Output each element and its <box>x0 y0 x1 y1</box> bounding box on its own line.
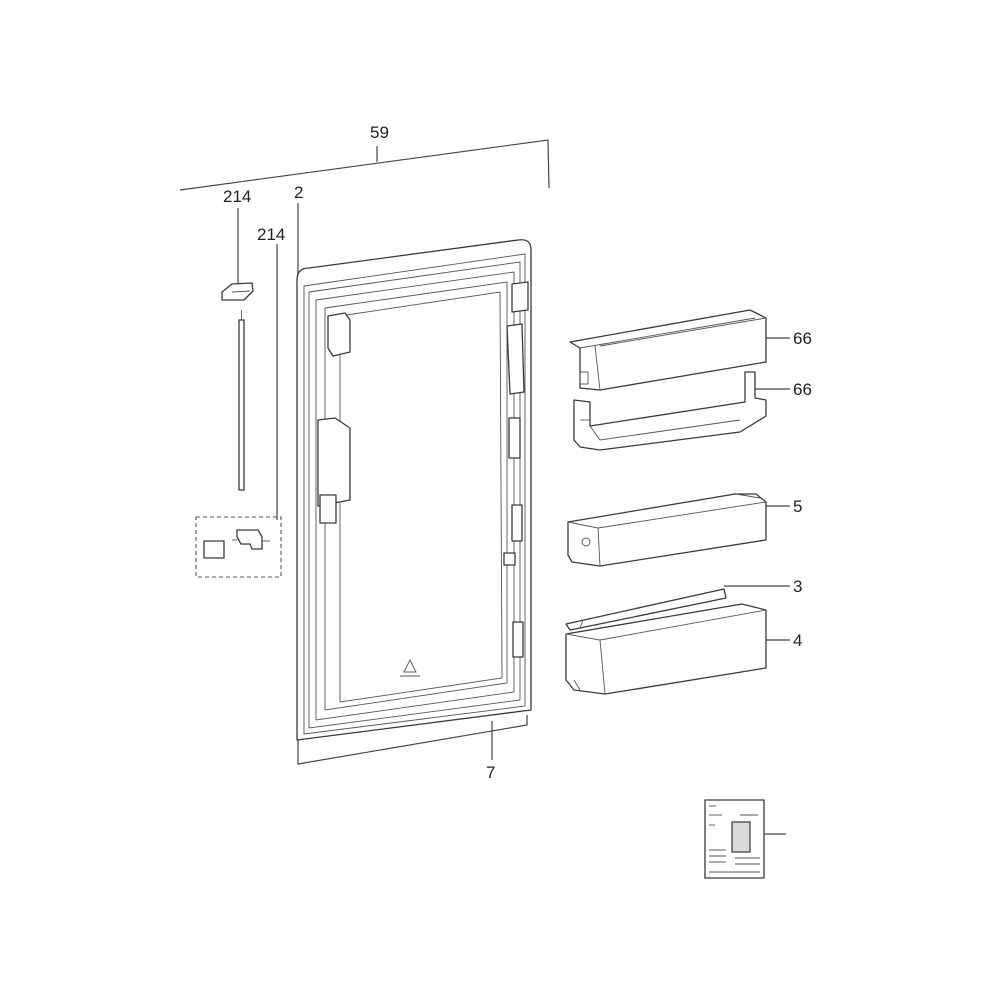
user-manual-icon <box>704 799 765 879</box>
callout-7: 7 <box>486 763 495 782</box>
callout-66-lower: 66 <box>793 380 812 399</box>
door-shelf-5 <box>567 493 767 567</box>
hinge-kit-box <box>195 516 282 578</box>
callout-2: 2 <box>294 183 303 202</box>
door-shelf-66-lower <box>573 371 767 451</box>
hinge-clip-part <box>221 282 254 301</box>
callout-214-clip: 214 <box>223 187 251 206</box>
leader-lines <box>237 203 790 835</box>
door-panel <box>296 239 532 741</box>
hinge-pin-part <box>238 310 245 491</box>
assembly-bracket-59 <box>179 139 550 191</box>
callout-5: 5 <box>793 497 802 516</box>
callout-3: 3 <box>793 577 802 596</box>
shelf-guard-3 <box>565 588 727 631</box>
door-shelf-66-upper <box>569 309 767 391</box>
callout-4: 4 <box>793 631 802 650</box>
callout-59: 59 <box>370 123 389 142</box>
door-shelf-4 <box>565 603 767 695</box>
callout-214-kit: 214 <box>257 225 285 244</box>
callout-66-upper: 66 <box>793 329 812 348</box>
